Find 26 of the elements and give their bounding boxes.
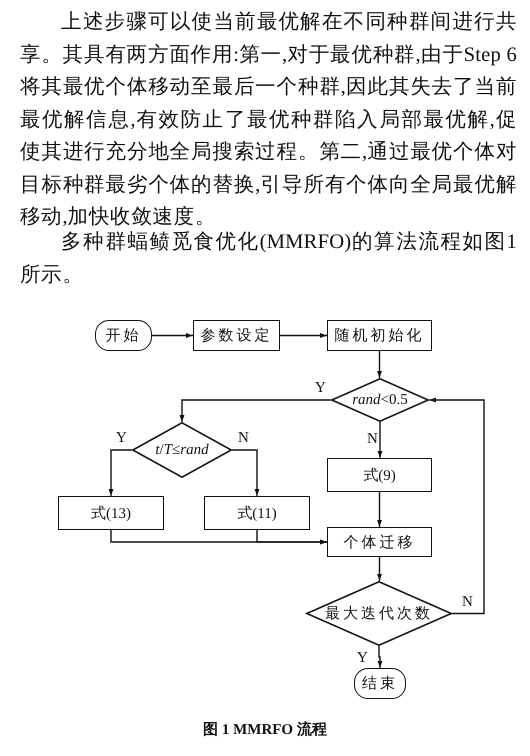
decision-diamond: t/T≤rand (132, 422, 232, 478)
arrow (429, 398, 485, 614)
arrow (378, 422, 382, 458)
decision-diamond: 最大迭代次数 (306, 581, 452, 646)
arrow (108, 449, 132, 496)
process-box: 随机初始化 (327, 320, 432, 351)
decision-diamond: rand<0.5 (331, 378, 429, 422)
process-box: 式(11) (204, 496, 310, 530)
arrow (256, 530, 327, 544)
arrow (280, 333, 327, 338)
arrow (152, 333, 193, 338)
arrow (232, 449, 260, 496)
process-box: 式(13) (58, 496, 164, 530)
arrow (377, 557, 382, 581)
terminal-box: 结束 (354, 668, 406, 699)
caption: 图 1 MMRFO 流程 (203, 722, 327, 738)
process-box: 个体迁移 (327, 527, 432, 557)
paragraph: 上述步骤可以使当前最优解在不同种群间进行共享。其具有两方面作用:第一,对于最优种群,由于Step 6 将其最优个体移动至最后一个种群,因此其失去了当前最优解信息,有效防止了最优种群陷入局部最优解,促使其进行充分地全局搜索过程。第二,通过最优个体对目标种群最劣个体的替换,引导所有个体向全局最优解移动,加快收敛速度。 (20, 10, 517, 230)
paragraph: 多种群蝠鲼觅食优化(MMRFO)的算法流程如图1所示。 (20, 230, 517, 288)
process-box: 参数设定 (193, 320, 280, 351)
terminal-box: 开始 (95, 320, 152, 351)
arrow (377, 351, 382, 378)
arrow (180, 399, 331, 422)
process-box: 式(9) (327, 458, 432, 492)
arrow (377, 492, 382, 527)
arrow (378, 646, 382, 668)
